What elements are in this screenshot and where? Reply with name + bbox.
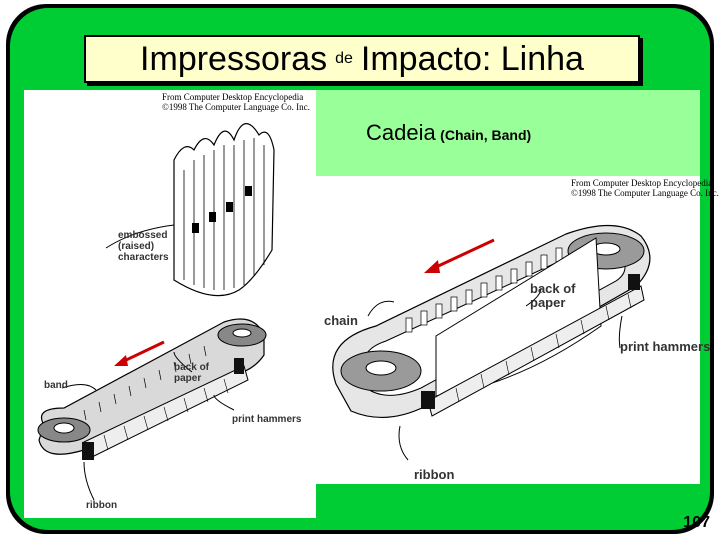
band-printer-illustration bbox=[37, 123, 275, 501]
label-back-of-paper-left: back of paper bbox=[174, 362, 210, 384]
label-ribbon-left: ribbon bbox=[86, 500, 118, 511]
right-figure-panel: From Computer Desktop Encyclopedia©1998 … bbox=[316, 176, 719, 484]
label-chain: chain bbox=[324, 313, 358, 328]
label-print-hammers-left: print hammers bbox=[232, 414, 302, 425]
subtitle: Cadeia (Chain, Band) bbox=[366, 120, 532, 145]
page-number: 107 bbox=[683, 514, 710, 531]
label-print-hammers-right: print hammers bbox=[620, 339, 711, 354]
label-embossed-characters: embossed (raised) characters bbox=[118, 230, 169, 263]
left-figure-panel: From Computer Desktop Encyclopedia©1998 … bbox=[24, 90, 316, 518]
slide-title: Impressoras de Impacto: Linha bbox=[84, 35, 640, 83]
chain-printer-illustration bbox=[332, 224, 651, 461]
label-ribbon-right: ribbon bbox=[414, 467, 455, 482]
right-caption-panel bbox=[316, 90, 700, 176]
left-copyright: From Computer Desktop Encyclopedia©1998 … bbox=[162, 92, 310, 112]
label-band: band bbox=[44, 380, 68, 391]
label-back-of-paper-right: back of paper bbox=[530, 281, 576, 310]
right-copyright: From Computer Desktop Encyclopedia©1998 … bbox=[571, 178, 719, 198]
